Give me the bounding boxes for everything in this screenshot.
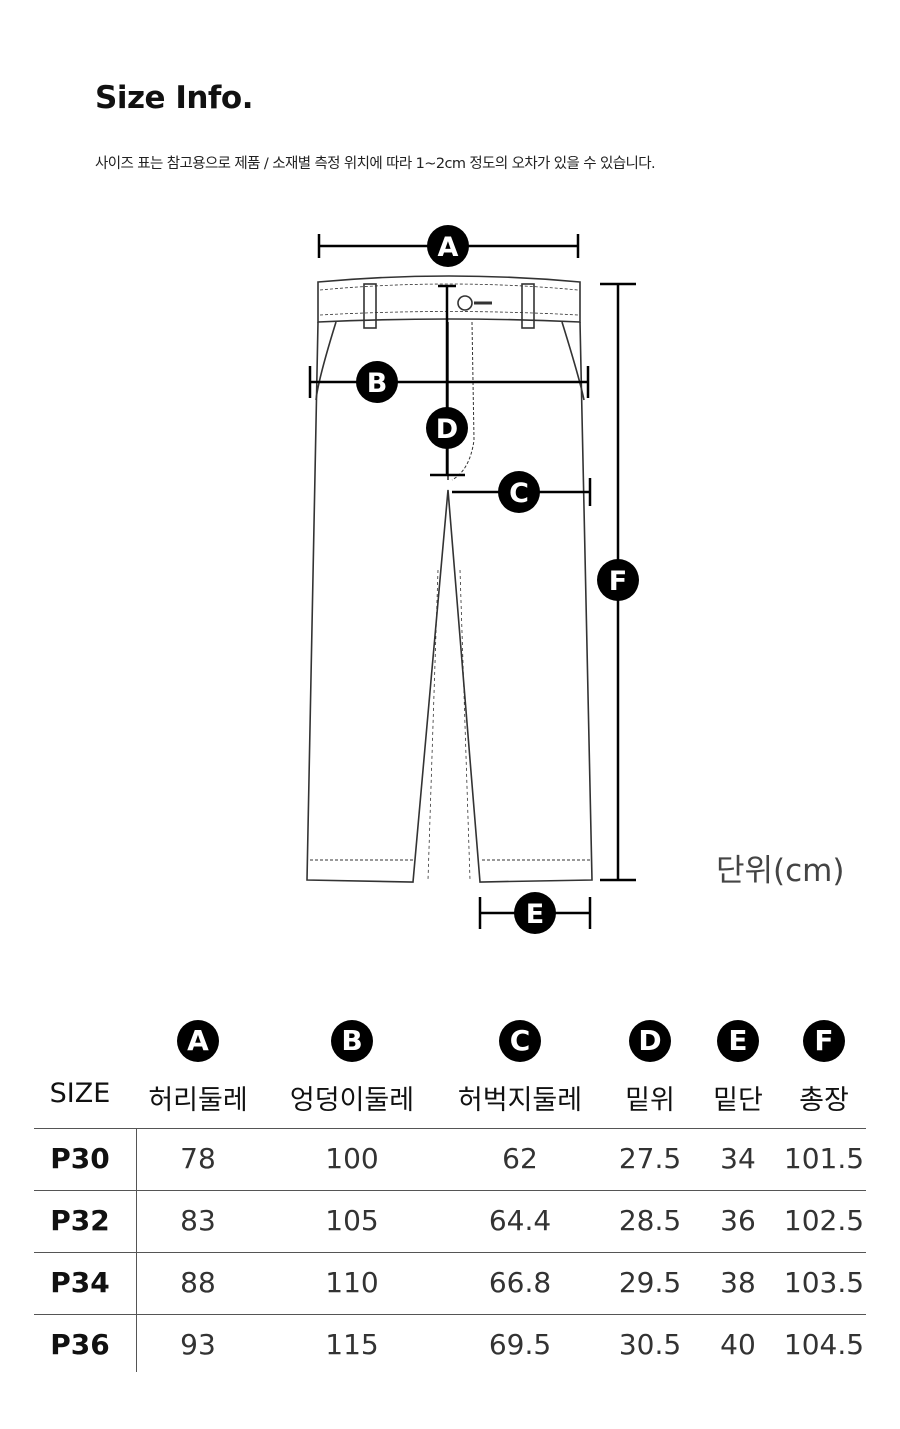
cell-rise: 27.5 [618,1142,682,1175]
marker-f: F [597,559,639,601]
column-letter-f: F [803,1020,845,1062]
cell-size: P36 [50,1328,110,1361]
marker-d: D [426,407,468,449]
header-thigh: 허벅지둘레 [457,1085,583,1116]
cell-rise: 28.5 [618,1204,682,1237]
pants-diagram: A B D C F E [306,225,639,934]
page-title: Size Info. [95,80,253,116]
marker-e: E [514,892,556,934]
cell-hem: 34 [720,1142,756,1175]
column-letter-d: D [629,1020,671,1062]
cell-length: 103.5 [783,1266,865,1299]
marker-b: B [356,361,398,403]
pants-illustration [306,275,593,883]
column-letter-a: A [177,1020,219,1062]
cell-thigh: 62 [502,1142,538,1175]
svg-text:D: D [436,414,458,445]
cell-size: P30 [50,1142,110,1175]
cell-size: P32 [50,1204,110,1237]
table-row: P30 78 100 62 27.5 34 101.5 [34,1128,866,1190]
table-header: SIZE 허리둘레 엉덩이둘레 허벅지둘레 밑위 밑단 총장 [34,1070,866,1128]
table-row: P34 88 110 66.8 29.5 38 103.5 [34,1252,866,1314]
header-hip: 엉덩이둘레 [289,1085,415,1116]
cell-hem: 38 [720,1266,756,1299]
table-row: P32 83 105 64.4 28.5 36 102.5 [34,1190,866,1252]
header-size: SIZE [49,1078,111,1109]
svg-text:F: F [609,566,627,597]
cell-waist: 88 [180,1266,216,1299]
size-table: A B C D E F SIZE 허리둘레 엉덩이둘레 허벅지둘레 밑위 밑단 … [34,1020,866,1376]
cell-length: 104.5 [783,1328,865,1361]
cell-waist: 93 [180,1328,216,1361]
cell-size: P34 [50,1266,110,1299]
cell-hem: 36 [720,1204,756,1237]
header-waist: 허리둘레 [148,1085,248,1116]
cell-hip: 105 [325,1204,379,1237]
cell-waist: 78 [180,1142,216,1175]
column-letter-row: A B C D E F [34,1020,866,1070]
header-hem: 밑단 [713,1085,763,1116]
header-length: 총장 [799,1085,849,1116]
svg-text:E: E [526,899,544,930]
size-note: 사이즈 표는 참고용으로 제품 / 소재별 측정 위치에 따라 1~2cm 정도… [95,156,656,172]
svg-text:B: B [367,368,388,399]
cell-hip: 110 [325,1266,379,1299]
cell-thigh: 66.8 [488,1266,552,1299]
unit-label: 단위(cm) [716,853,845,889]
measure-lines [308,234,636,929]
table-row: P36 93 115 69.5 30.5 40 104.5 [34,1314,866,1376]
column-letter-e: E [717,1020,759,1062]
column-letter-c: C [499,1020,541,1062]
marker-c: C [498,471,540,513]
marker-a: A [427,225,469,267]
cell-thigh: 64.4 [488,1204,552,1237]
cell-length: 102.5 [783,1204,865,1237]
cell-hip: 100 [325,1142,379,1175]
svg-text:A: A [438,232,459,263]
cell-waist: 83 [180,1204,216,1237]
cell-hip: 115 [325,1328,379,1361]
cell-thigh: 69.5 [488,1328,552,1361]
cell-rise: 30.5 [618,1328,682,1361]
cell-hem: 40 [720,1328,756,1361]
table-divider [136,1128,137,1372]
cell-length: 101.5 [783,1142,865,1175]
column-letter-b: B [331,1020,373,1062]
cell-rise: 29.5 [618,1266,682,1299]
header-rise: 밑위 [625,1085,675,1116]
svg-text:C: C [509,478,529,509]
